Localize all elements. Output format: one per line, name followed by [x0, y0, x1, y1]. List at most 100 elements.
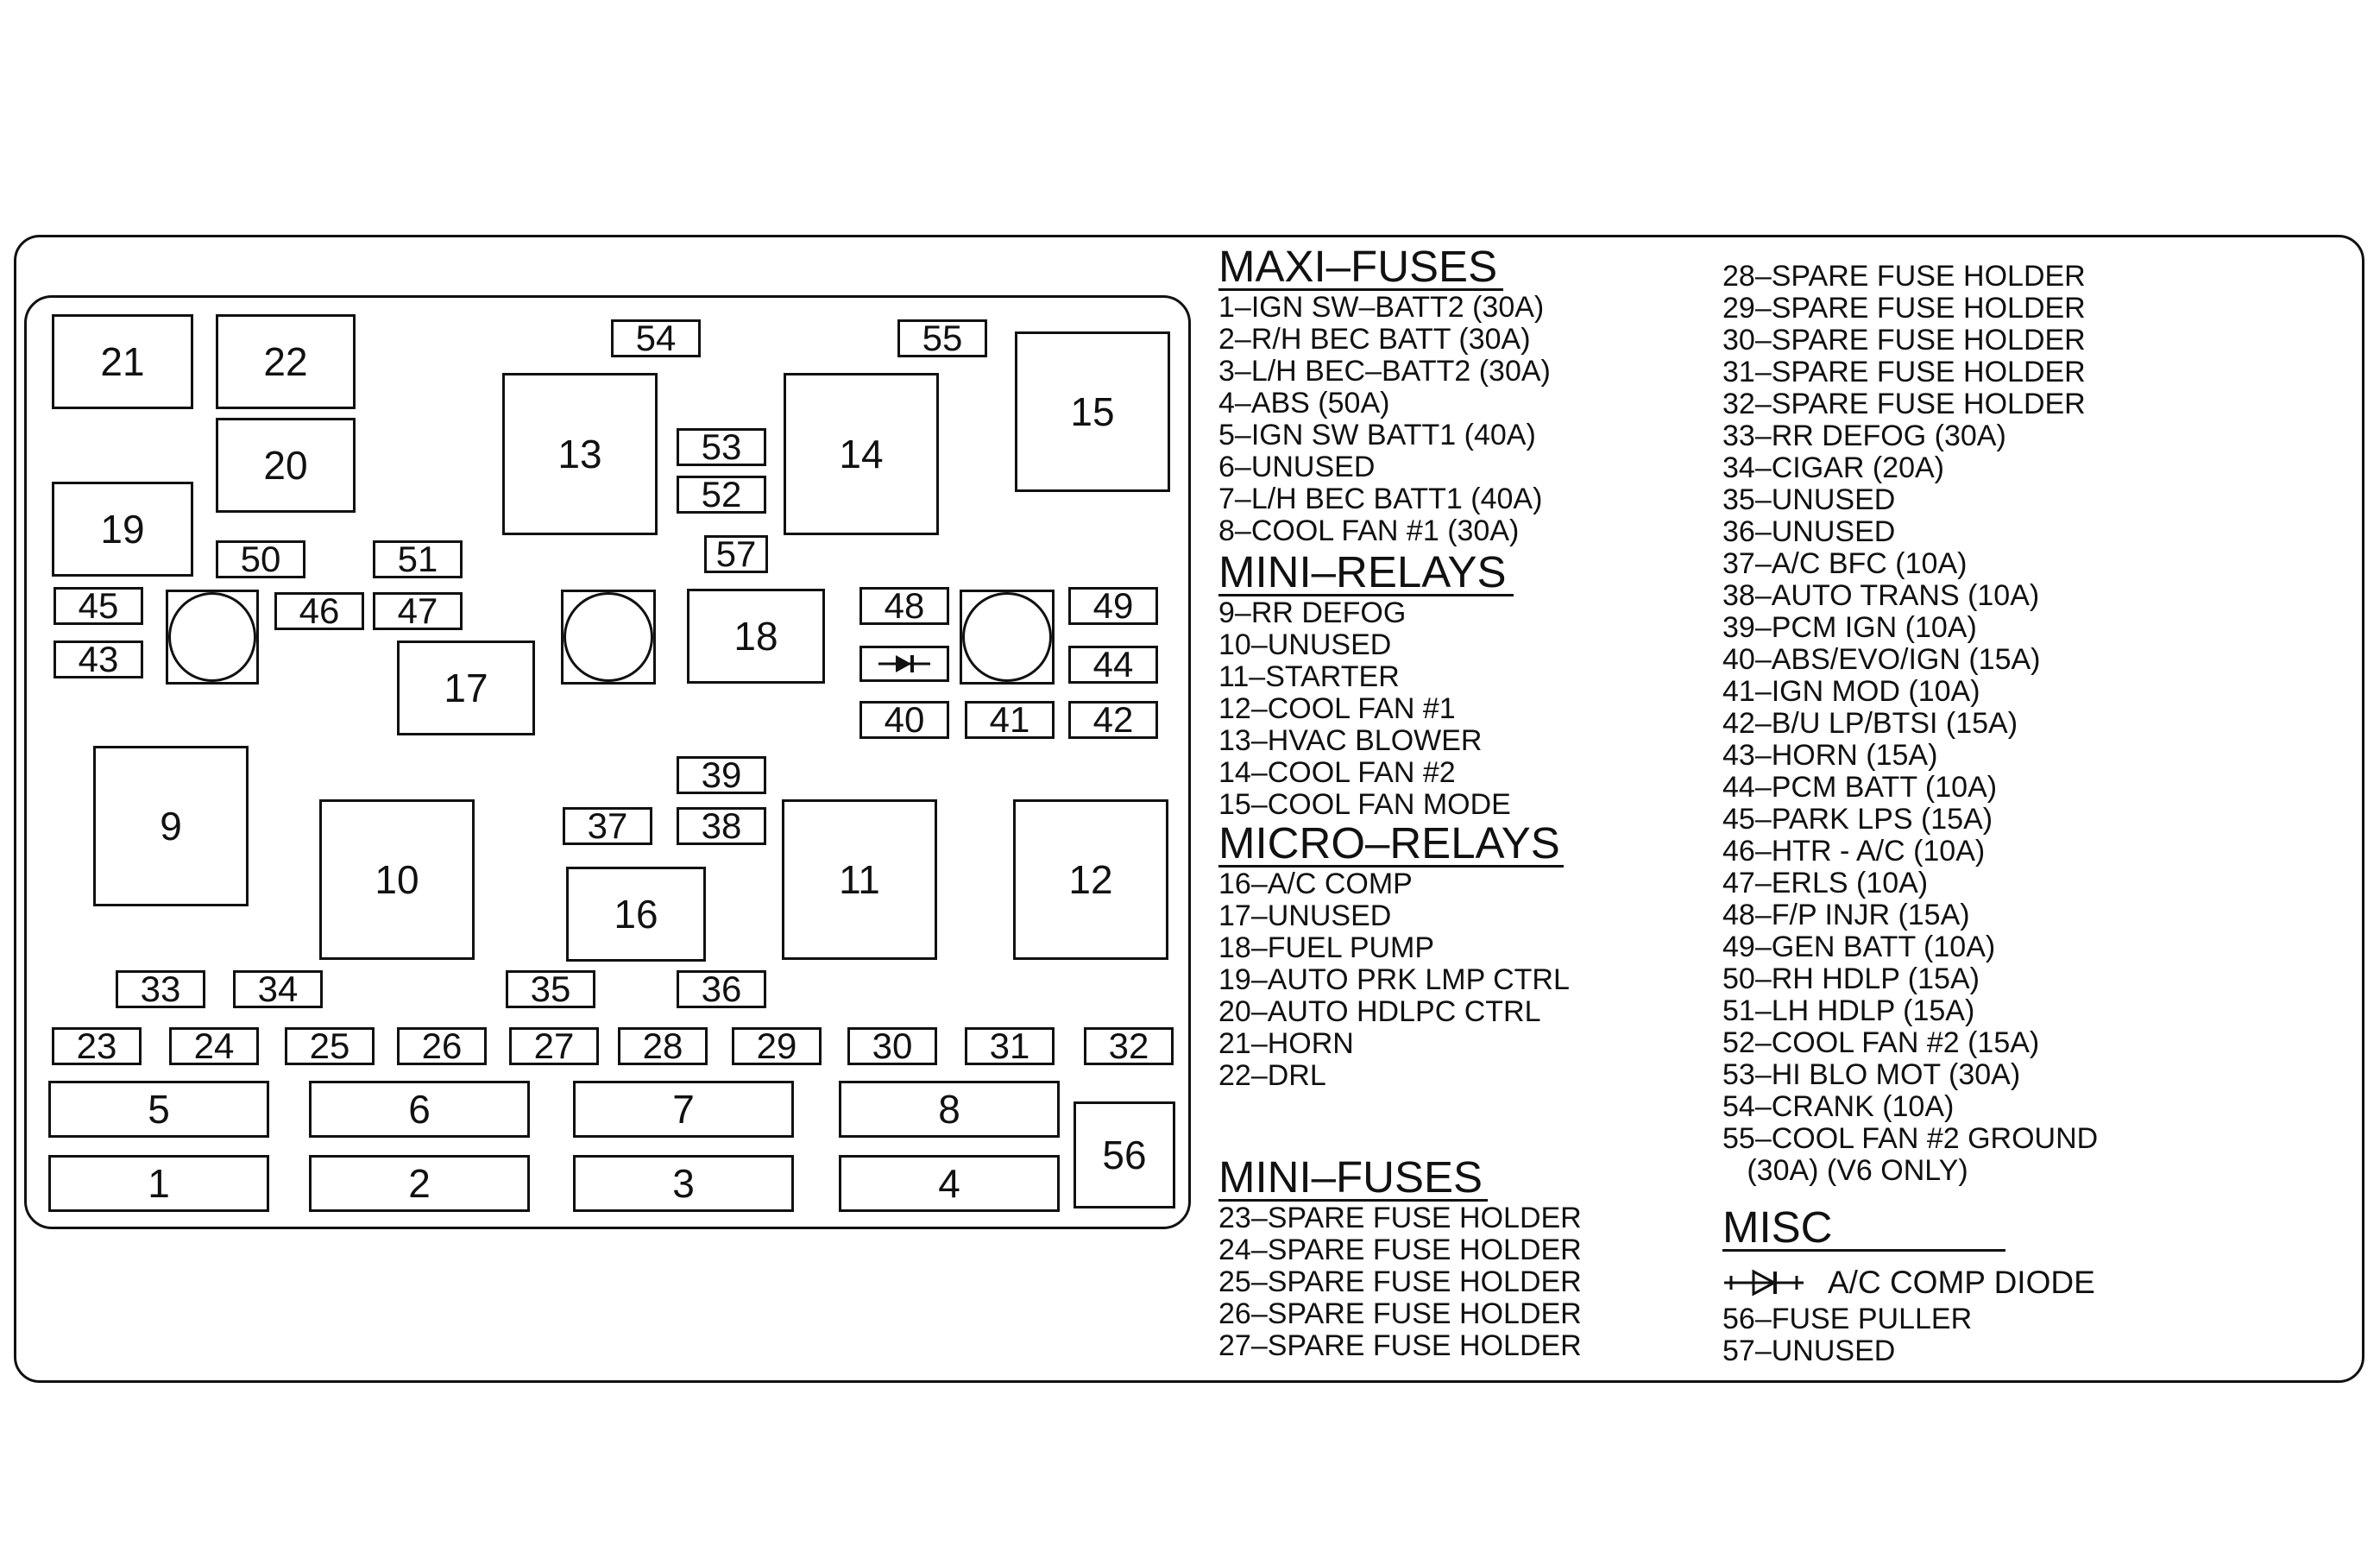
- heading-underline: [1722, 1249, 2005, 1252]
- fuse-slot-label: 37: [587, 805, 628, 846]
- heading-maxi-fuses: MAXI–FUSES: [1218, 242, 1498, 291]
- legend-item: 21–HORN: [1218, 1027, 1354, 1060]
- legend-item: 56–FUSE PULLER: [1722, 1303, 1973, 1335]
- fuse-slot-label: 22: [263, 339, 308, 384]
- fuse-slot-31: 31: [965, 1027, 1055, 1065]
- fuse-slot-label: 3: [672, 1161, 695, 1206]
- fuse-slot-label: 53: [701, 426, 742, 467]
- heading-mini-relays: MINI–RELAYS: [1218, 547, 1507, 596]
- legend-item: 2–R/H BEC BATT (30A): [1218, 323, 1531, 356]
- legend-item: 27–SPARE FUSE HOLDER: [1218, 1329, 1582, 1362]
- fuse-slot-label: 50: [240, 539, 281, 579]
- outer-frame: [14, 235, 2364, 1383]
- legend-item: 44–PCM BATT (10A): [1722, 771, 1998, 804]
- heading-mini-fuses: MINI–FUSES: [1218, 1152, 1483, 1202]
- fuse-slot-label: 46: [299, 590, 340, 631]
- round-relay-socket-left: [166, 590, 259, 685]
- fuse-slot-label: 43: [78, 639, 119, 679]
- fuse-slot-11: 11: [782, 799, 937, 960]
- legend-diode-row: A/C COMP DIODE: [1722, 1266, 2095, 1298]
- fuse-slot-39: 39: [677, 756, 766, 794]
- fuse-slot-27: 27: [509, 1027, 599, 1065]
- legend-item: 22–DRL: [1218, 1059, 1326, 1092]
- fuse-slot-1: 1: [48, 1155, 269, 1212]
- fuse-slot-9: 9: [93, 746, 249, 906]
- fuse-slot-54: 54: [611, 319, 701, 357]
- fuse-slot-33: 33: [116, 970, 205, 1008]
- legend-item: 55–COOL FAN #2 GROUND: [1722, 1122, 2099, 1155]
- legend-item: 8–COOL FAN #1 (30A): [1218, 514, 1520, 547]
- legend-item: 1–IGN SW–BATT2 (30A): [1218, 291, 1545, 324]
- legend-item: 45–PARK LPS (15A): [1722, 803, 1993, 836]
- fuse-slot-40: 40: [859, 701, 949, 739]
- fuse-slot-25: 25: [285, 1027, 375, 1065]
- fuse-slot-56: 56: [1074, 1101, 1175, 1208]
- legend-item: 49–GEN BATT (10A): [1722, 931, 1996, 963]
- legend-item: 5–IGN SW BATT1 (40A): [1218, 419, 1536, 451]
- heading-underline: [1218, 288, 1503, 291]
- legend-item: 51–LH HDLP (15A): [1722, 994, 1975, 1027]
- heading-underline: [1218, 865, 1564, 868]
- legend-item: 9–RR DEFOG: [1218, 596, 1407, 629]
- legend-item: 31–SPARE FUSE HOLDER: [1722, 356, 2086, 388]
- fuse-slot-label: 41: [989, 699, 1030, 740]
- fuse-slot-57: 57: [704, 535, 768, 573]
- fuse-slot-45: 45: [54, 587, 143, 625]
- fuse-slot-44: 44: [1068, 646, 1158, 684]
- fuse-slot-label: 20: [263, 443, 308, 488]
- legend-item: 15–COOL FAN MODE: [1218, 788, 1511, 821]
- legend-item: 57–UNUSED: [1722, 1335, 1896, 1367]
- fuse-slot-19: 19: [52, 482, 193, 577]
- diode-slot: [859, 646, 949, 682]
- fuse-slot-3: 3: [573, 1155, 794, 1212]
- fuse-slot-label: 31: [989, 1025, 1030, 1066]
- legend-item: 18–FUEL PUMP: [1218, 931, 1435, 964]
- fuse-slot-label: 28: [642, 1025, 683, 1066]
- fuse-slot-label: 27: [533, 1025, 575, 1066]
- legend-item: 33–RR DEFOG (30A): [1722, 420, 2006, 452]
- legend-item: 52–COOL FAN #2 (15A): [1722, 1026, 2040, 1059]
- legend-item: 35–UNUSED: [1722, 483, 1896, 516]
- fuse-slot-label: 44: [1092, 644, 1134, 685]
- diode-icon: [1724, 1268, 1804, 1297]
- legend-item: 7–L/H BEC BATT1 (40A): [1218, 483, 1543, 515]
- fuse-slot-label: 17: [444, 666, 488, 710]
- legend-item: 17–UNUSED: [1218, 899, 1392, 932]
- fuse-slot-label: 47: [397, 590, 438, 631]
- fuse-slot-17: 17: [397, 641, 535, 735]
- legend-item: 53–HI BLO MOT (30A): [1722, 1058, 2021, 1091]
- legend-maxi-fuses: 1–IGN SW–BATT2 (30A)2–R/H BEC BATT (30A)…: [1218, 292, 1551, 547]
- fuse-slot-label: 51: [397, 539, 438, 579]
- fuse-slot-37: 37: [563, 807, 652, 845]
- fuse-slot-label: 52: [701, 474, 742, 514]
- fuse-slot-label: 9: [160, 804, 182, 849]
- fuse-slot-label: 1: [148, 1161, 170, 1206]
- fuse-slot-30: 30: [847, 1027, 937, 1065]
- fuse-slot-label: 25: [309, 1025, 350, 1066]
- fuse-slot-label: 38: [701, 805, 742, 846]
- fuse-slot-50: 50: [216, 540, 305, 578]
- fuse-slot-12: 12: [1013, 799, 1168, 960]
- fuse-slot-52: 52: [677, 476, 766, 514]
- fuse-slot-label: 57: [715, 533, 757, 574]
- legend-item: (30A) (V6 ONLY): [1722, 1154, 1968, 1187]
- fuse-slot-42: 42: [1068, 701, 1158, 739]
- fuse-slot-36: 36: [677, 970, 766, 1008]
- fuse-block-outline: [24, 295, 1191, 1229]
- fuse-slot-label: 39: [701, 754, 742, 795]
- fuse-slot-label: 34: [257, 969, 299, 1009]
- fuse-slot-label: 14: [839, 432, 884, 476]
- fuse-slot-label: 4: [938, 1161, 960, 1206]
- fuse-slot-4: 4: [839, 1155, 1060, 1212]
- legend-item: 43–HORN (15A): [1722, 739, 1938, 772]
- heading-underline: [1218, 1199, 1488, 1202]
- legend-item: 29–SPARE FUSE HOLDER: [1722, 292, 2086, 325]
- round-relay-socket-center: [561, 590, 656, 685]
- fuse-slot-label: 30: [872, 1025, 913, 1066]
- legend-item: 41–IGN MOD (10A): [1722, 675, 1980, 708]
- fuse-slot-43: 43: [54, 641, 143, 678]
- legend-item: 37–A/C BFC (10A): [1722, 547, 1968, 580]
